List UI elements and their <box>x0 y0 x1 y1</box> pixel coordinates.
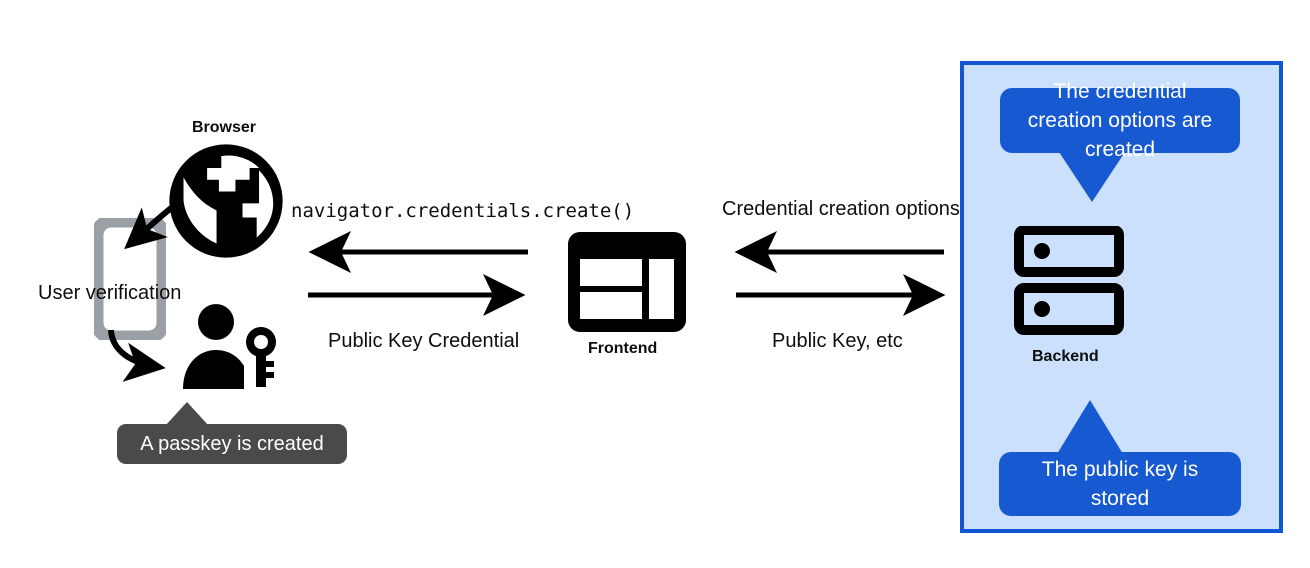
person-with-key-icon <box>181 303 285 389</box>
server-rack-icon <box>1014 225 1124 338</box>
callout-credential-creation-options: The credential creation options are crea… <box>1000 80 1240 161</box>
callout-top-tail <box>1059 152 1125 202</box>
flow-label-navigator-create: navigator.credentials.create() <box>291 200 635 222</box>
frontend-label: Frontend <box>588 340 658 357</box>
flow-label-public-key-credential: Public Key Credential <box>328 330 520 352</box>
callout-public-key-stored: The public key is stored <box>999 452 1241 516</box>
flow-label-public-key-etc: Public Key, etc <box>772 330 903 352</box>
browser-label: Browser <box>192 119 257 136</box>
backend-label: Backend <box>1032 348 1099 365</box>
passkey-tooltip-tail <box>165 402 209 426</box>
user-verification-label: User verification <box>38 282 182 304</box>
tooltip-passkey-created: A passkey is created <box>117 424 347 464</box>
phone-icon <box>90 214 170 344</box>
browser-window-icon <box>568 232 686 332</box>
callout-bottom-tail <box>1057 400 1123 454</box>
globe-icon <box>167 142 285 260</box>
flow-label-credential-creation-options: Credential creation options <box>722 198 960 220</box>
